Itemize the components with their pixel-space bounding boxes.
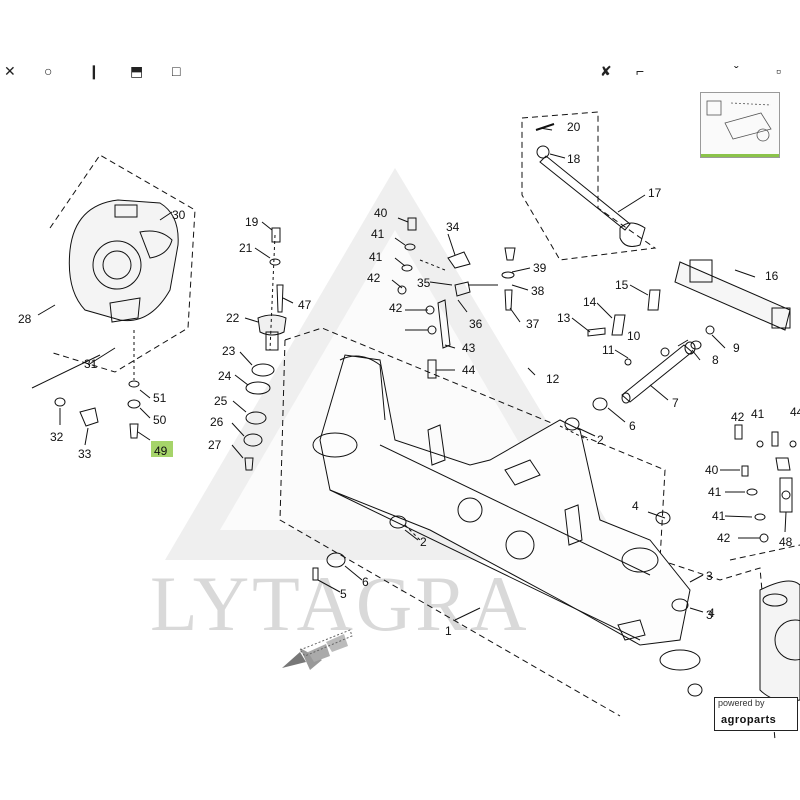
powered-by-badge[interactable]: powered by agroparts — [714, 697, 798, 731]
callout-1[interactable]: 1 — [445, 624, 452, 638]
callout-18[interactable]: 18 — [567, 152, 581, 166]
callout-23[interactable]: 23 — [222, 344, 236, 358]
part-pin — [621, 325, 715, 404]
zoom-in-icon[interactable]: ✕ — [4, 63, 16, 79]
callout-28[interactable]: 28 — [18, 312, 32, 326]
print-icon[interactable]: □ — [172, 63, 181, 79]
callout-41[interactable]: 41 — [751, 407, 765, 421]
leader-lines — [37, 127, 787, 621]
callout-42[interactable]: 42 — [731, 410, 745, 424]
callout-27[interactable]: 27 — [208, 438, 222, 452]
callout-44[interactable]: 44 — [462, 363, 476, 377]
callout-26[interactable]: 26 — [210, 415, 224, 429]
callout-41[interactable]: 41 — [369, 250, 383, 264]
callout-21[interactable]: 21 — [239, 241, 253, 255]
callout-42[interactable]: 42 — [717, 531, 731, 545]
zoom-out-icon[interactable]: ○ — [44, 63, 53, 79]
callout-3[interactable]: 3 — [706, 608, 713, 622]
callout-50[interactable]: 50 — [153, 413, 167, 427]
callout-33[interactable]: 33 — [78, 447, 92, 461]
callout-42[interactable]: 42 — [389, 301, 403, 315]
part-tie-rod — [535, 123, 646, 247]
part-axle-beam — [312, 354, 701, 671]
thumbnail-preview-icon — [706, 100, 772, 142]
callout-49-highlighted[interactable]: 49 — [154, 444, 168, 458]
callout-41[interactable]: 41 — [708, 485, 722, 499]
watermark-text: LYTAGRA — [150, 560, 530, 647]
part-cylinder — [587, 259, 791, 337]
callout-24[interactable]: 24 — [218, 369, 232, 383]
callout-16[interactable]: 16 — [765, 269, 779, 283]
callout-22[interactable]: 22 — [226, 311, 240, 325]
callout-35[interactable]: 35 — [417, 276, 431, 290]
callout-34[interactable]: 34 — [446, 220, 460, 234]
callout-10[interactable]: 10 — [627, 329, 641, 343]
callout-30[interactable]: 30 — [172, 208, 186, 222]
viewer-toolbar: ✕ ○ ❙ ⬒ □ ✘ ⌐ ˇ ▫ — [0, 60, 800, 82]
callout-13[interactable]: 13 — [557, 311, 571, 325]
badge-brand-text: agroparts — [721, 714, 777, 726]
callout-4[interactable]: 4 — [632, 499, 639, 513]
callout-36[interactable]: 36 — [469, 317, 483, 331]
callout-44[interactable]: 44 — [790, 405, 800, 419]
callout-20[interactable]: 20 — [567, 120, 581, 134]
measure-icon[interactable]: ⌐ — [636, 63, 645, 79]
callout-6[interactable]: 6 — [362, 575, 369, 589]
overview-thumbnail[interactable] — [700, 92, 780, 158]
callout-2[interactable]: 2 — [420, 535, 427, 549]
parts-small-left — [31, 330, 141, 439]
callout-42[interactable]: 42 — [367, 271, 381, 285]
callout-41[interactable]: 41 — [712, 509, 726, 523]
callout-labels: 1223344566789101112131415161718192021222… — [18, 120, 800, 638]
callout-14[interactable]: 14 — [583, 295, 597, 309]
part-kingpin-stack — [243, 227, 287, 471]
callout-40[interactable]: 40 — [705, 463, 719, 477]
callout-5[interactable]: 5 — [340, 587, 347, 601]
callout-19[interactable]: 19 — [245, 215, 259, 229]
fit-icon[interactable]: ⬒ — [130, 63, 144, 79]
callout-15[interactable]: 15 — [615, 278, 629, 292]
callout-17[interactable]: 17 — [648, 186, 662, 200]
callout-32[interactable]: 32 — [50, 430, 64, 444]
callout-4[interactable]: 4 — [708, 606, 715, 620]
dropdown-icon[interactable]: ˇ — [734, 63, 739, 79]
callout-9[interactable]: 9 — [733, 341, 740, 355]
callout-8[interactable]: 8 — [712, 353, 719, 367]
select-icon[interactable]: ✘ — [600, 63, 612, 79]
highlight-box — [151, 441, 173, 457]
part-housing — [68, 199, 179, 323]
callout-7[interactable]: 7 — [672, 396, 679, 410]
callout-3[interactable]: 3 — [706, 569, 713, 583]
callout-48[interactable]: 48 — [779, 535, 793, 549]
callout-31[interactable]: 31 — [84, 357, 98, 371]
callout-47[interactable]: 47 — [298, 298, 312, 312]
part-linkage — [397, 217, 516, 379]
callout-43[interactable]: 43 — [462, 341, 476, 355]
parts-right-hardware — [734, 424, 797, 543]
callout-11[interactable]: 11 — [602, 343, 615, 357]
part-steering-knuckle — [759, 580, 800, 702]
callout-25[interactable]: 25 — [214, 394, 228, 408]
callout-38[interactable]: 38 — [531, 284, 545, 298]
callout-39[interactable]: 39 — [533, 261, 547, 275]
callout-37[interactable]: 37 — [526, 317, 540, 331]
pan-icon[interactable]: ❙ — [88, 63, 100, 79]
parts-bushings — [312, 397, 703, 697]
direction-arrow — [282, 629, 353, 670]
window-icon[interactable]: ▫ — [776, 63, 781, 79]
callout-6[interactable]: 6 — [629, 419, 636, 433]
callout-51[interactable]: 51 — [153, 391, 167, 405]
callout-2[interactable]: 2 — [597, 433, 604, 447]
callout-12[interactable]: 12 — [546, 372, 560, 386]
callout-41[interactable]: 41 — [371, 227, 385, 241]
badge-small-text: powered by — [718, 698, 765, 708]
callout-40[interactable]: 40 — [374, 206, 388, 220]
